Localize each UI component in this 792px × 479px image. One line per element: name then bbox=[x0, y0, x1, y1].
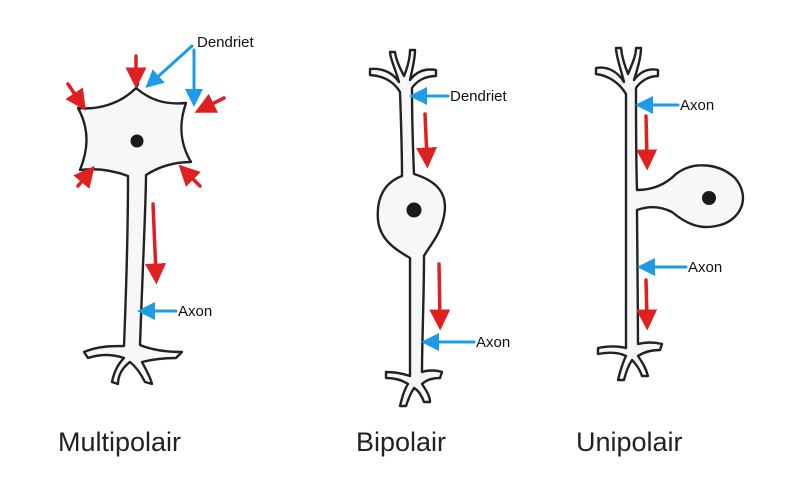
signal-arrow bbox=[636, 114, 658, 171]
caption-unipolar: Unipolair bbox=[576, 427, 683, 457]
pointer-arrows bbox=[137, 44, 688, 351]
signal-arrow bbox=[178, 164, 202, 188]
multipolar-neuron bbox=[76, 82, 193, 386]
bipolar-cell-outline bbox=[368, 48, 447, 408]
signal-arrow bbox=[194, 93, 226, 113]
label-axon-bipolar: Axon bbox=[476, 334, 510, 351]
signal-arrow bbox=[429, 262, 451, 331]
unipolar-nucleus bbox=[702, 191, 716, 205]
caption-multipolar: Multipolair bbox=[58, 427, 181, 457]
multipolar-soma bbox=[76, 86, 193, 386]
signal-arrow bbox=[145, 202, 167, 285]
caption-bipolar: Bipolair bbox=[356, 427, 446, 457]
unipolar-cell-outline bbox=[594, 46, 745, 382]
bipolar-neuron bbox=[368, 48, 447, 408]
label-axon-unipolar-top: Axon bbox=[680, 97, 714, 114]
signal-arrow bbox=[65, 82, 86, 111]
signal-arrow bbox=[73, 165, 95, 189]
label-axon-multipolar: Axon bbox=[178, 303, 212, 320]
pointer-arrow bbox=[145, 44, 194, 89]
bipolar-nucleus bbox=[406, 202, 422, 218]
multipolar-nucleus bbox=[130, 134, 144, 148]
signal-arrows bbox=[65, 54, 658, 331]
label-dendriet-bipolar: Dendriet bbox=[450, 88, 508, 105]
unipolar-neuron bbox=[594, 46, 745, 382]
label-dendriet-multipolar: Dendriet bbox=[197, 34, 255, 51]
signal-arrow bbox=[416, 112, 438, 169]
label-axon-unipolar-bottom: Axon bbox=[688, 259, 722, 276]
signal-arrow bbox=[636, 278, 658, 331]
